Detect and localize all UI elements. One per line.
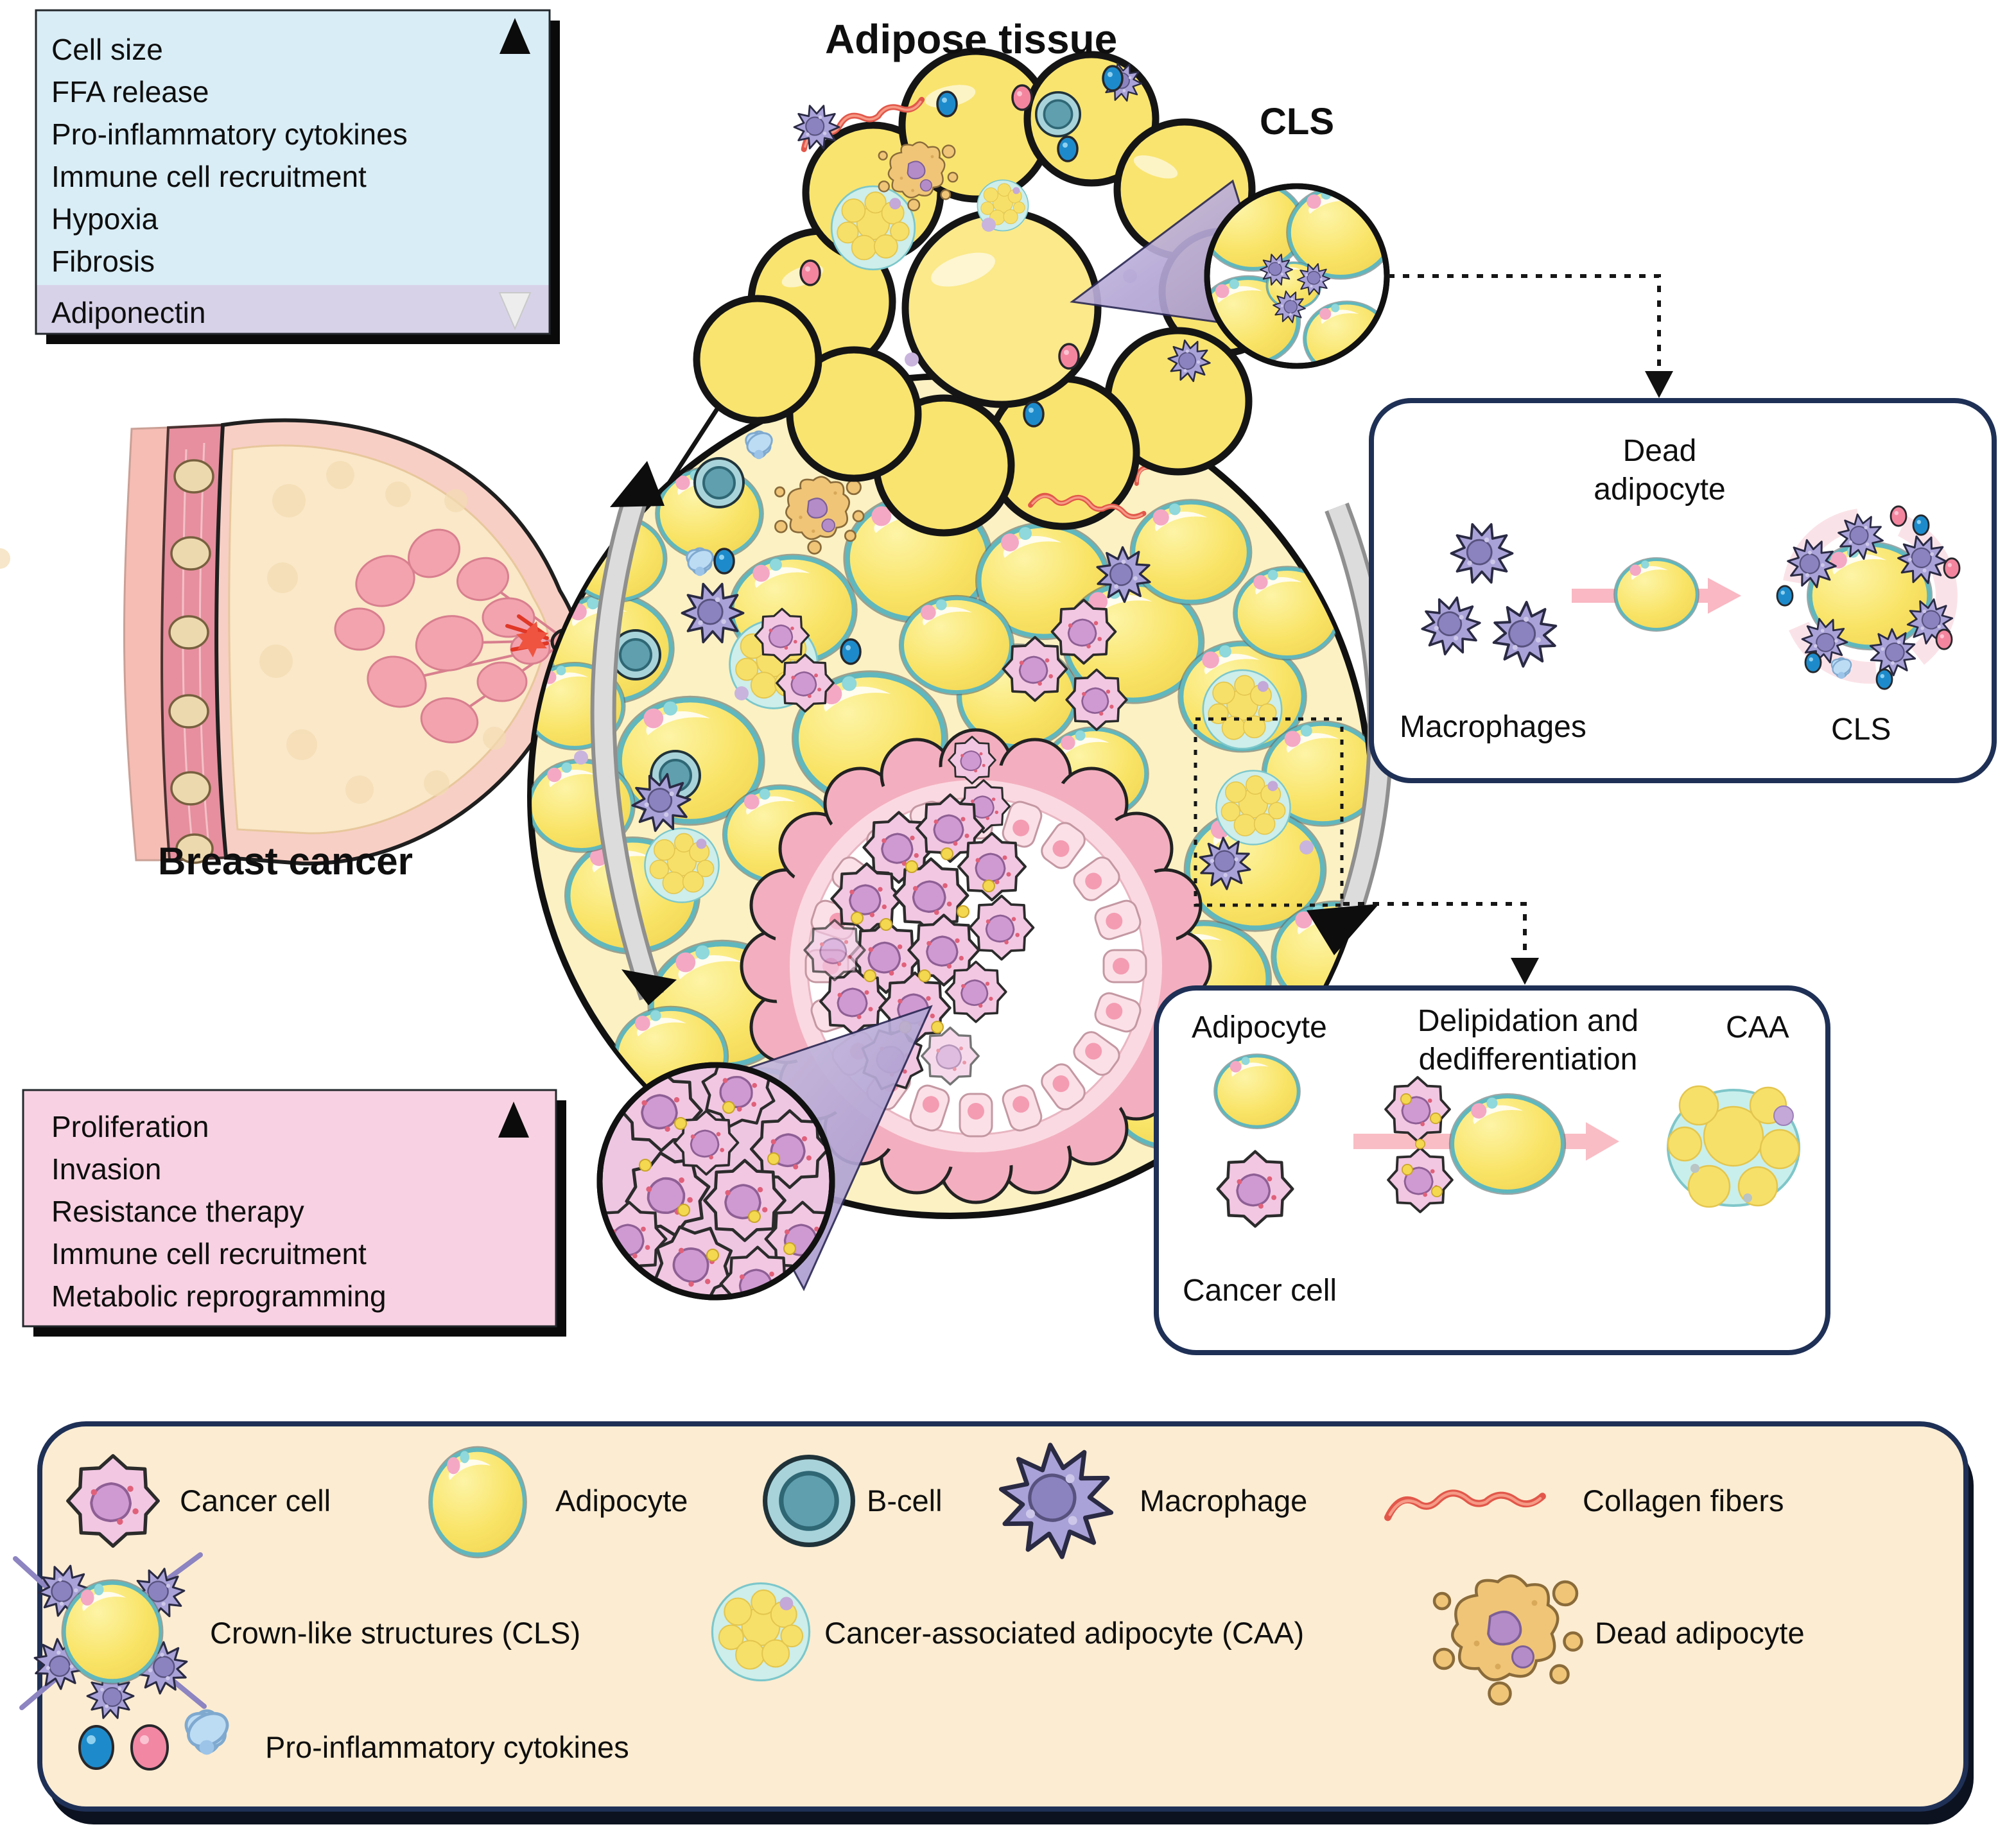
mammary-lobules <box>334 528 551 743</box>
dotted-arrowhead-caa <box>1511 958 1539 985</box>
cls-label: CLS <box>1831 713 1891 747</box>
cls-structure-art <box>1776 505 1961 690</box>
cancer-associated-adipocyte-icon <box>711 1582 811 1682</box>
crown-like-structure-icon <box>13 1552 207 1719</box>
cls-box <box>1369 398 1997 783</box>
legend-label-cls: Crown-like structures (CLS) <box>210 1616 581 1650</box>
adipose-lobe <box>693 48 1288 537</box>
ribs <box>168 459 214 864</box>
adipose-panel-item: Cell size <box>51 33 163 66</box>
legend-label-adipocyte: Adipocyte <box>555 1484 688 1518</box>
legend-label-macrophage: Macrophage <box>1140 1484 1308 1518</box>
caa-cell-art <box>1667 1085 1800 1208</box>
cytokines-icon <box>78 1707 233 1771</box>
adipose-panel-item: Pro-inflammatory cytokines <box>51 117 408 151</box>
caa-label: CAA <box>1726 1010 1789 1044</box>
cancer-callout-circle <box>596 1062 835 1301</box>
legend-label-dead-adipocyte: Dead adipocyte <box>1595 1616 1805 1650</box>
adipose-panel <box>35 9 560 344</box>
cancer-cell-icon <box>68 1456 158 1546</box>
adipocyte-label: Adipocyte <box>1192 1010 1327 1044</box>
dead-adipocyte-label-line2: adipocyte <box>1594 472 1726 507</box>
delipidation-label-line1: Delipidation and <box>1417 1004 1639 1038</box>
cls-callout-label: CLS <box>1260 101 1334 143</box>
cycle-arrow-left <box>590 461 677 1005</box>
cancer-panel-item: Resistance therapy <box>51 1195 304 1228</box>
cancer-panel-item: Proliferation <box>51 1110 209 1143</box>
dotted-connector-caa <box>1343 902 1527 958</box>
adipose-panel-list: Cell size FFA release Pro-inflammatory c… <box>51 28 408 282</box>
tumor-site <box>505 614 549 657</box>
legend-panel <box>13 1421 1974 1824</box>
dotted-arrowhead-cls <box>1645 371 1673 398</box>
macrophages-label: Macrophages <box>1400 710 1586 744</box>
legend-label-collagen-fibers: Collagen fibers <box>1583 1484 1784 1518</box>
cancer-panel <box>22 1089 566 1337</box>
adipose-panel-down-item: Adiponectin <box>51 296 206 329</box>
delipidation-label-line2: dedifferentiation <box>1418 1043 1638 1077</box>
adipocyte-icon <box>430 1448 526 1557</box>
legend-label-cytokines: Pro-inflammatory cytokines <box>265 1730 629 1764</box>
legend-label-b-cell: B-cell <box>867 1484 943 1518</box>
caa-box <box>1154 985 1830 1355</box>
legend-label-caa: Cancer-associated adipocyte (CAA) <box>824 1616 1305 1650</box>
up-arrow <box>498 1102 529 1313</box>
cancer-panel-item: Metabolic reprogramming <box>51 1279 387 1313</box>
breast-cancer-label: Breast cancer <box>158 840 413 883</box>
legend-label-cancer-cell: Cancer cell <box>180 1484 331 1518</box>
adipose-panel-item: Fibrosis <box>51 245 155 278</box>
breast-illustration <box>0 418 587 866</box>
adipose-panel-item: Hypoxia <box>51 202 159 236</box>
cancer-panel-list: Proliferation Invasion Resistance therap… <box>51 1105 387 1317</box>
adipose-panel-item: Immune cell recruitment <box>51 160 367 193</box>
cls-callout-circle <box>1204 183 1390 369</box>
cancer-cell-label: Cancer cell <box>1183 1274 1337 1308</box>
adipose-panel-item: FFA release <box>51 75 209 108</box>
dotted-connector-cls <box>1388 274 1661 371</box>
cancer-panel-item: Immune cell recruitment <box>51 1237 367 1270</box>
cancer-panel-item: Invasion <box>51 1152 162 1186</box>
updown-arrow <box>498 18 532 331</box>
adipose-tissue-title: Adipose tissue <box>825 16 1118 62</box>
dead-adipocyte-label-line1: Dead <box>1622 434 1697 468</box>
b-cell-icon <box>765 1457 853 1545</box>
